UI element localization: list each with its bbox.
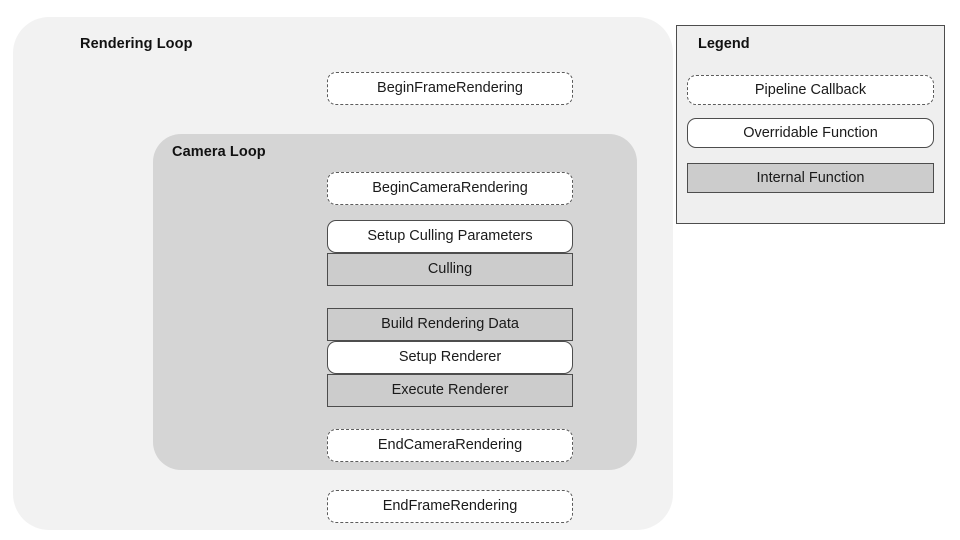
legend-item-internal-function: Internal Function	[687, 163, 934, 193]
legend-item-pipeline-callback: Pipeline Callback	[687, 75, 934, 105]
legend-title: Legend	[698, 36, 750, 52]
node-culling[interactable]: Culling	[327, 253, 573, 286]
node-execute-renderer[interactable]: Execute Renderer	[327, 374, 573, 407]
node-build-rendering-data[interactable]: Build Rendering Data	[327, 308, 573, 341]
node-setup-renderer[interactable]: Setup Renderer	[327, 341, 573, 374]
node-begin-frame-rendering[interactable]: BeginFrameRendering	[327, 72, 573, 105]
node-setup-culling-parameters[interactable]: Setup Culling Parameters	[327, 220, 573, 253]
rendering-loop-title: Rendering Loop	[80, 36, 193, 52]
legend-item-overridable-function: Overridable Function	[687, 118, 934, 148]
node-end-frame-rendering[interactable]: EndFrameRendering	[327, 490, 573, 523]
node-end-camera-rendering[interactable]: EndCameraRendering	[327, 429, 573, 462]
node-begin-camera-rendering[interactable]: BeginCameraRendering	[327, 172, 573, 205]
camera-loop-title: Camera Loop	[172, 144, 266, 160]
